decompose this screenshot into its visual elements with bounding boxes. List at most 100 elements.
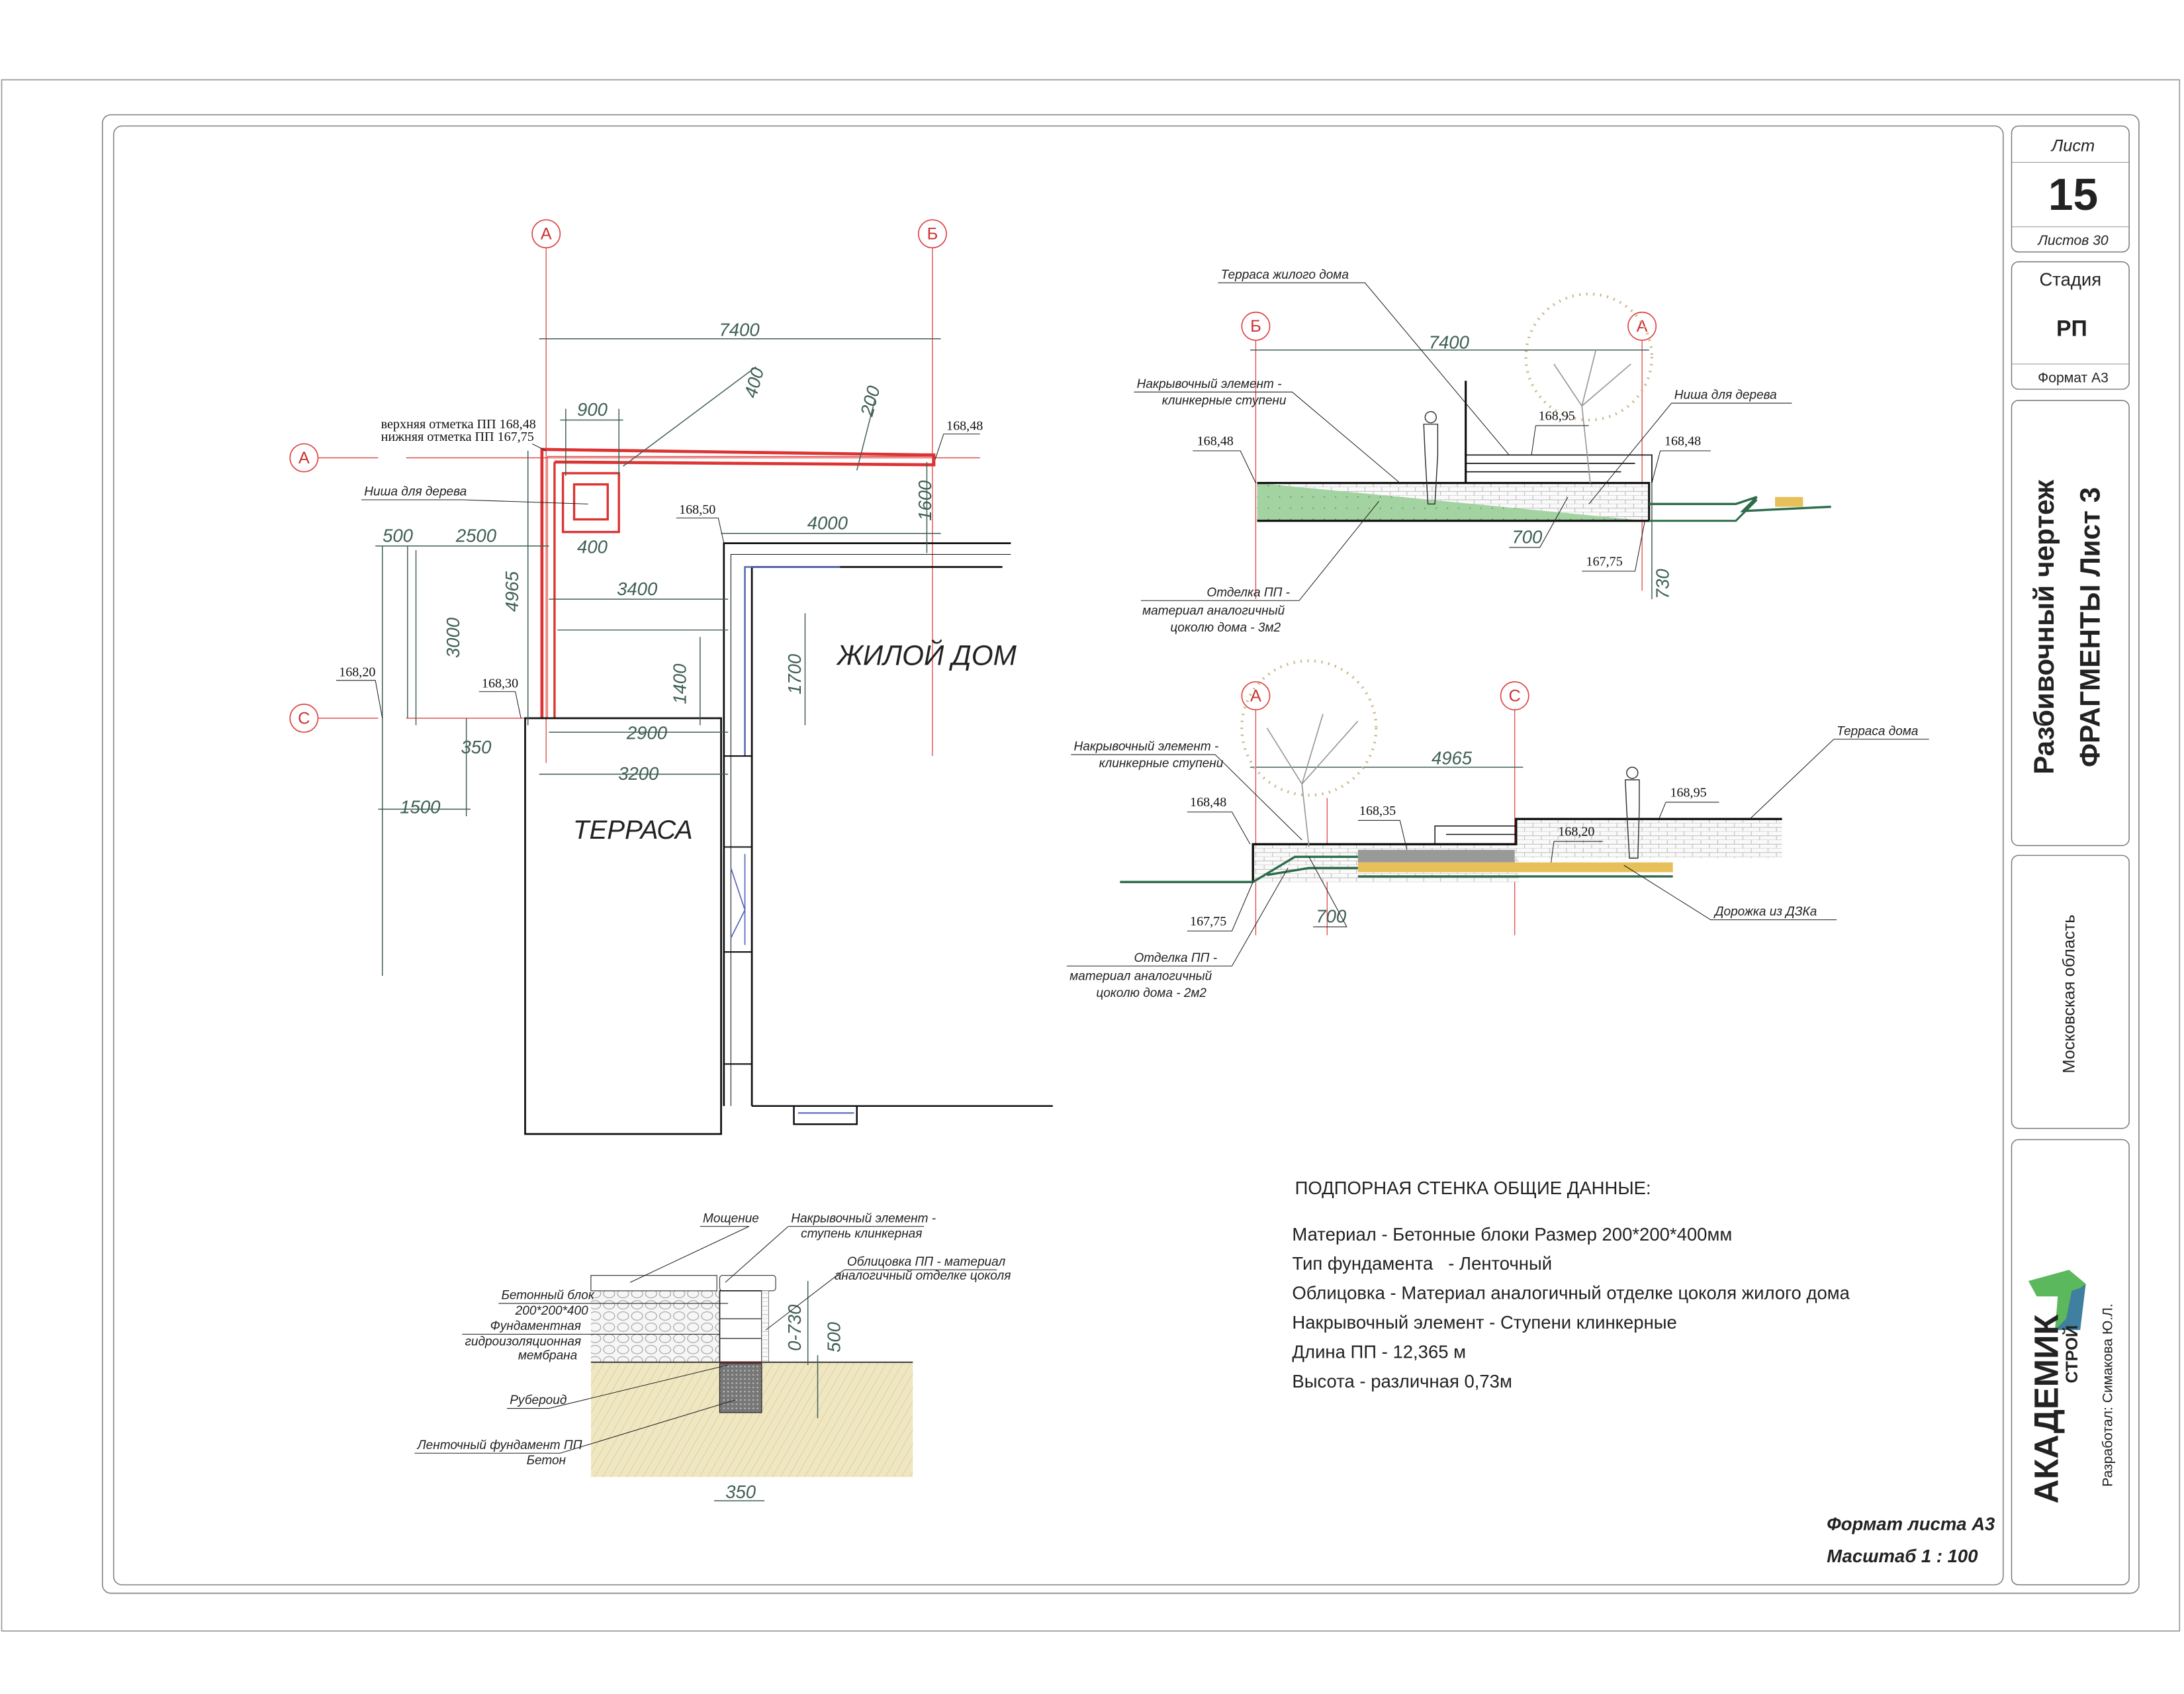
finish-label-line1: Отделка ПП - [1134, 951, 1217, 965]
dim-3400: 3400 [617, 579, 658, 599]
dim-3200: 3200 [618, 763, 659, 784]
foundation-label-line2: Бетон [527, 1454, 567, 1468]
cladding-label-line2: аналогичный отделке цоколя [835, 1269, 1011, 1283]
scale-label: Масштаб 1 : 100 [1827, 1546, 1978, 1566]
note-line: Высота - различная 0,73м [1292, 1371, 1512, 1391]
dim-2900: 2900 [626, 723, 668, 743]
elevation-168-20: 168,20 [1558, 825, 1594, 839]
sheet-frame [1, 79, 2181, 1632]
footer: Формат листа А3 Масштаб 1 : 100 [1827, 1514, 1995, 1567]
plan-annotations: верхняя отметка ПП 168,48 нижняя отметка… [336, 417, 983, 719]
dim-4000: 4000 [807, 512, 848, 533]
elevation-167-75: 167,75 [1190, 914, 1226, 929]
axis-marker-c: С [1500, 681, 1529, 711]
elevation-168-95: 168,95 [1670, 785, 1706, 800]
terrace-label: Терраса жилого дома [1221, 268, 1349, 282]
cap-label-line2: клинкерные ступени [1099, 757, 1224, 771]
stage-value: РП [2056, 316, 2087, 342]
retaining-wall-plan [540, 447, 936, 718]
dim-7400: 7400 [719, 320, 760, 340]
drawing-title-line1: Разбивочный чертеж [2028, 479, 2060, 775]
axis-label: Б [927, 225, 938, 244]
dim-1600: 1600 [915, 480, 935, 521]
title-block: Лист 15 Листов 30 Стадия РП Формат А3 Ра… [2011, 125, 2130, 1585]
dim-350: 350 [725, 1482, 756, 1502]
axis-label: А [298, 449, 310, 467]
elevation-167-75: 167,75 [1586, 554, 1623, 569]
section-1: Б А 7400 Терраса жилого дома Накрывочный… [1134, 268, 1831, 635]
dim-500: 500 [383, 525, 414, 545]
dim-0-730: 0-730 [784, 1304, 805, 1351]
dim-1700: 1700 [784, 653, 805, 694]
dim-400-niche: 400 [577, 536, 608, 557]
dim-500: 500 [823, 1321, 844, 1352]
drawing-title-line2: ФРАГМЕНТЫ Лист 3 [2075, 487, 2106, 767]
dim-1400: 1400 [670, 663, 690, 704]
paving-label: Мощение [703, 1211, 759, 1225]
axis-marker-b: Б [1241, 311, 1271, 341]
elevation-168-35: 168,35 [1359, 804, 1396, 818]
cap-label-line2: клинкерные ступени [1162, 394, 1287, 408]
region-label: Московская область [2060, 915, 2079, 1074]
axis-marker-c-left: С [289, 703, 319, 733]
path-label: Дорожка из ДЗКа [1713, 905, 1817, 919]
finish-label-line2: материал аналогичный [1142, 604, 1285, 618]
house-label: ЖИЛОЙ ДОМ [836, 639, 1017, 671]
dim-400-diagonal: 400 [740, 365, 768, 400]
logo-sub-text: СТРОЙ [2062, 1325, 2081, 1384]
block-label-line1: Бетонный блок [502, 1289, 595, 1303]
elevation-168-48-left: 168,48 [1197, 434, 1234, 449]
finish-label-line2: материал аналогичный [1069, 969, 1212, 983]
terrace-label: ТЕРРАСА [573, 815, 693, 845]
dim-2500: 2500 [455, 525, 497, 545]
terrace-outline [524, 717, 722, 1135]
note-line: Накрывочный элемент - Ступени клинкерные [1292, 1312, 1676, 1333]
finish-label-line1: Отделка ПП - [1206, 586, 1290, 600]
wall-detail: 0-730 500 350 Мощение Накрывочный элемен… [414, 1211, 1011, 1502]
dim-700: 700 [1512, 527, 1543, 547]
tree-icon [1240, 659, 1378, 847]
elevation-168-30: 168,30 [482, 676, 518, 690]
developer-label: Разработал: Симакова Ю.Л. [2101, 1303, 2116, 1487]
dim-730: 730 [1652, 569, 1672, 600]
elevation-168-48: 168,48 [946, 418, 983, 433]
elevation-168-48: 168,48 [1190, 795, 1226, 810]
axis-label: С [298, 709, 310, 728]
cap-label-line2: ступень клинкерная [801, 1227, 922, 1241]
dim-1500: 1500 [400, 797, 441, 818]
tree-niche-label: Ниша для дерева [364, 485, 467, 499]
elevation-note-bottom: нижняя отметка ПП 167,75 [381, 430, 534, 444]
elevation-168-20: 168,20 [339, 665, 375, 679]
axis-label: А [541, 225, 552, 244]
dim-350: 350 [461, 737, 492, 757]
axis-marker-a-top: А [531, 219, 561, 249]
dim-3000: 3000 [443, 617, 463, 658]
membrane-label-line1: Фундаментная [490, 1319, 581, 1333]
axis-marker-a-left: А [289, 443, 319, 473]
note-line: Облицовка - Материал аналогичный отделке… [1292, 1283, 1850, 1303]
logo-main-text: АКАДЕМИК [2027, 1313, 2065, 1503]
cladding-label-line1: Облицовка ПП - материал [847, 1255, 1006, 1269]
person-figure-icon [1423, 411, 1439, 505]
stage-label: Стадия [2039, 269, 2101, 289]
format-label: Формат А3 [2038, 370, 2109, 385]
sheet-number: 15 [2048, 170, 2098, 220]
axis-label: С [1509, 687, 1521, 706]
finish-label-line3: цоколю дома - 3м2 [1170, 621, 1281, 635]
elevation-168-50: 168,50 [679, 502, 715, 517]
dim-7400: 7400 [1429, 332, 1470, 353]
axis-label: Б [1250, 317, 1261, 336]
sheets-total: Листов 30 [2036, 233, 2109, 248]
note-line: Длина ПП - 12,365 м [1292, 1341, 1466, 1362]
company-logo: АКАДЕМИК СТРОЙ [2027, 1270, 2086, 1503]
dim-900: 900 [577, 399, 608, 420]
axis-marker-b-top: Б [917, 219, 947, 249]
terrace-label: Терраса дома [1837, 724, 1918, 738]
sheet-format-label: Формат листа А3 [1827, 1514, 1995, 1534]
note-line: Материал - Бетонные блоки Размер 200*200… [1292, 1224, 1732, 1245]
dim-200: 200 [856, 383, 884, 419]
axis-label: А [1250, 687, 1261, 706]
dim-700: 700 [1316, 906, 1347, 927]
elevation-note-top: верхняя отметка ПП 168,48 [381, 417, 536, 432]
